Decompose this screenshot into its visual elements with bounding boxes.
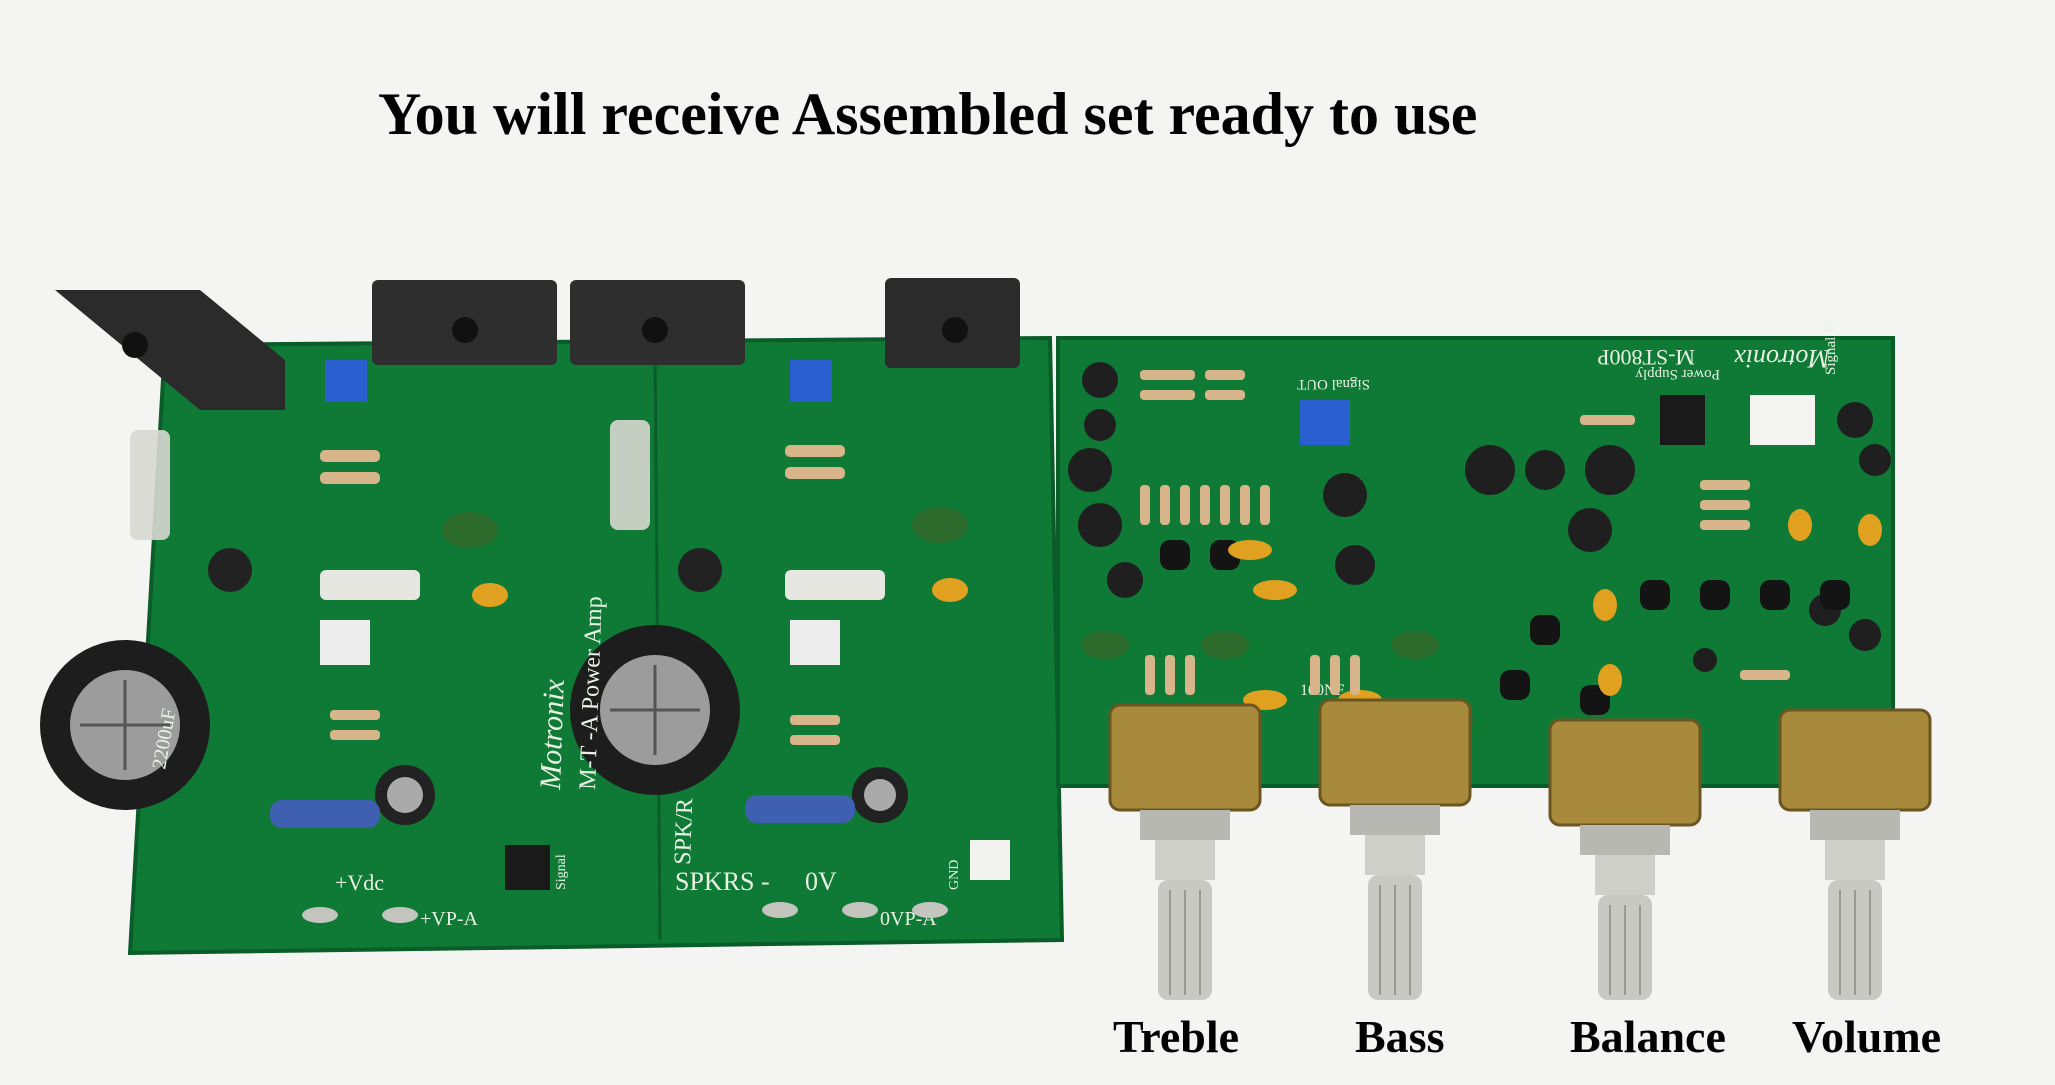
power-amp-board: Motronix M-T -A Power Amp 2200uF +Vdc +V… bbox=[40, 278, 1065, 956]
treble-label: Treble bbox=[1113, 1011, 1240, 1062]
gnd-label: GND bbox=[947, 860, 962, 890]
zero-v-label: 0V bbox=[805, 867, 837, 896]
vp-a-label: +VP-A bbox=[420, 908, 479, 930]
power-transistors bbox=[55, 278, 1020, 410]
volume-label: Volume bbox=[1792, 1011, 1942, 1062]
bass-label: Bass bbox=[1355, 1011, 1445, 1062]
amplifier-boards-photo: Motronix M-T -A Power Amp 2200uF +Vdc +V… bbox=[40, 278, 1932, 1000]
filter-capacitors bbox=[40, 625, 740, 810]
signal-out-label: Signal OUT bbox=[1297, 376, 1370, 392]
preamp-brand-text: Motronix bbox=[1734, 344, 1831, 373]
preamp-model-text: M-ST800P bbox=[1597, 345, 1695, 370]
headline-text: You will receive Assembled set ready to … bbox=[378, 81, 1478, 147]
signal-in-label: Signal IN bbox=[1823, 317, 1839, 375]
spkrs-label: SPKRS - bbox=[675, 867, 770, 896]
amp-brand-text: Motronix bbox=[534, 678, 571, 791]
power-supply-label: Power Supply bbox=[1635, 366, 1720, 382]
spk-r-label: SPK/R bbox=[670, 798, 698, 866]
balance-label: Balance bbox=[1570, 1011, 1726, 1062]
potentiometers bbox=[1108, 698, 1932, 1000]
signal-label: Signal bbox=[554, 854, 569, 890]
vdc-label: +Vdc bbox=[335, 870, 384, 895]
